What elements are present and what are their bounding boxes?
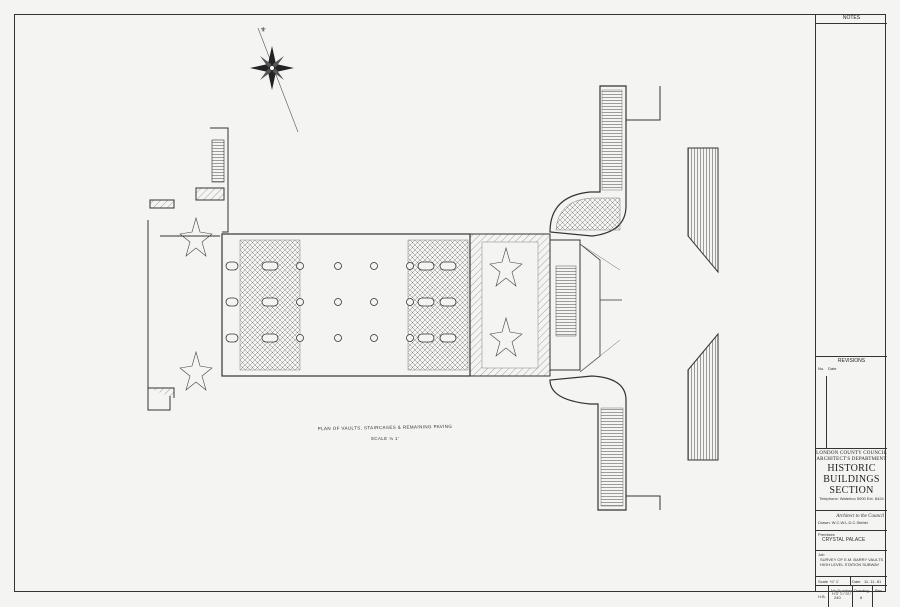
telephone: Telephone: Waterloo 5000 Ext. 8424 (819, 496, 884, 501)
job-block: Job SURVEY OF E.M. BARRY VAULTS HIGH LEV… (816, 550, 887, 576)
scale-label: Scale (818, 579, 829, 584)
job-label: Job (818, 552, 825, 557)
north-staircase (549, 85, 661, 237)
department-block: LONDON COUNTY COUNCIL ARCHITECT'S DEPART… (816, 448, 887, 510)
number-divider-2 (852, 586, 853, 607)
revisions-heading: REVISIONS (837, 358, 866, 364)
initials: H.B. (818, 594, 826, 599)
revisions-date-col: Date (828, 366, 837, 371)
south-staircase (549, 375, 661, 511)
scale-date-divider (850, 577, 851, 586)
drawing-label: Drawing (854, 588, 869, 593)
detached-stair-south (687, 332, 719, 461)
architect-title: Architect to the Council (836, 514, 884, 519)
council-name: LONDON COUNTY COUNCIL (816, 451, 887, 456)
premises-value: CRYSTAL PALACE (822, 537, 866, 543)
date-label: Date (852, 579, 861, 584)
architect-block: Architect to the Council Drawn: W.C.W.L.… (816, 510, 887, 530)
star-floor-motif-left (179, 216, 213, 391)
revisions-no-col: No. (818, 366, 825, 371)
job-line-1: SURVEY OF E.M. BARRY VAULTS (820, 557, 884, 562)
department-name: ARCHITECT'S DEPARTMENT (816, 457, 887, 462)
title-block: NOTES REVISIONS No. Date LONDON COUNTY C… (815, 14, 887, 607)
west-wall-block (147, 127, 229, 411)
number-divider-3 (872, 586, 873, 607)
main-vault-hall (221, 233, 471, 377)
drawing-value: 8 (860, 595, 863, 600)
pencil-note: Rd 5760 (832, 591, 851, 597)
notes-heading: NOTES (816, 14, 887, 24)
east-hall (469, 233, 622, 377)
drawn-by: Drawn: W.C.W.L.D.C.Stebel (818, 520, 868, 525)
job-line-2: HIGH LEVEL STATION SUBWAY (820, 562, 880, 567)
detached-stair-north (687, 147, 719, 274)
job-number-label: Job Number (830, 588, 852, 593)
drawing-border (14, 14, 886, 592)
plan-scale: SCALE ⅛ 1' (370, 436, 400, 441)
scale-value: ⅛" 1' (830, 579, 839, 584)
compass-rose-icon: ⚜ (250, 26, 299, 133)
section-title-1: HISTORIC (827, 463, 876, 474)
revisions-header: REVISIONS No. Date (816, 356, 887, 376)
svg-text:⚜: ⚜ (260, 26, 266, 34)
premises-label: Premises (818, 532, 835, 537)
rev-label: Rev. (875, 588, 883, 593)
revisions-divider (826, 376, 827, 448)
section-title-2: BUILDINGS (823, 474, 880, 485)
job-number-value: 240 (834, 595, 841, 600)
number-divider-1 (828, 586, 829, 607)
scale-date-row: Scale ⅛" 1' Date 11. 11. 81 (816, 576, 887, 586)
premises-block: Premises CRYSTAL PALACE (816, 530, 887, 550)
section-title-3: SECTION (829, 485, 874, 496)
number-row: H.B. Job Number 240 Drawing 8 Rev. (816, 585, 887, 607)
date-value: 11. 11. 81 (864, 579, 882, 584)
